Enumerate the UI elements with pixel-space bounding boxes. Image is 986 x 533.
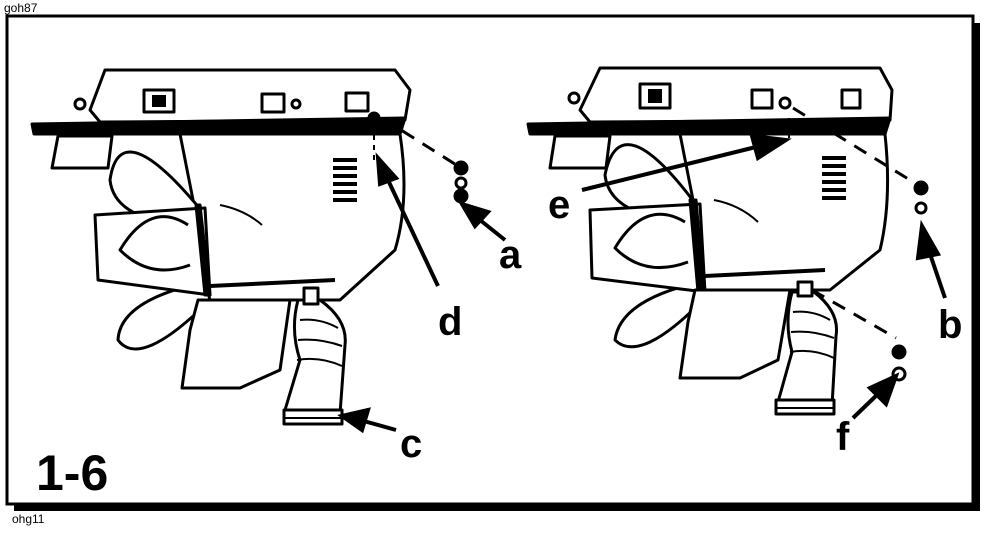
hardware-washer-a <box>454 176 468 190</box>
leader-dashed-a <box>381 116 459 168</box>
figure-code-top: goh87 <box>4 1 38 15</box>
arrow-f-shaft <box>851 390 882 420</box>
vent-grille <box>333 158 357 202</box>
leader-dashed-b <box>792 106 919 187</box>
rear-fin <box>548 134 612 170</box>
arrow-c-head <box>337 407 371 434</box>
hand-finger-3 <box>789 349 835 359</box>
housing-slot <box>260 92 286 114</box>
hand-finger-1 <box>299 318 339 329</box>
hardware-screw-b <box>913 180 929 196</box>
hand-finger-1 <box>792 310 831 321</box>
upper-stud <box>567 91 581 105</box>
vent-grille <box>822 156 846 200</box>
skeg <box>678 288 792 380</box>
propeller-blade-mid <box>613 212 689 269</box>
hand-finger-2 <box>297 338 343 347</box>
housing-slot-right <box>344 91 370 113</box>
housing-window-inner <box>152 95 166 107</box>
propeller-blade-mid <box>118 215 191 272</box>
rear-fin <box>50 134 114 170</box>
callout-e: e <box>548 183 570 227</box>
propeller-blade-bottom <box>613 280 707 349</box>
lower-seam <box>209 278 336 288</box>
left-arrows <box>337 152 507 434</box>
tube-nozzle <box>796 280 814 298</box>
callout-a: a <box>499 233 522 277</box>
arrow-e-head <box>749 133 792 162</box>
callout-b: b <box>938 303 962 347</box>
fill-screw-hole <box>367 111 381 125</box>
arrow-b-head <box>915 219 942 261</box>
callout-f: f <box>836 415 850 459</box>
propeller-blade-bottom <box>116 280 212 351</box>
arrow-f-head <box>866 372 900 408</box>
housing-window-inner <box>648 89 662 103</box>
arrow-a-head <box>457 200 492 230</box>
callout-c: c <box>400 422 422 466</box>
lower-seam <box>704 268 826 278</box>
propeller-arc <box>219 204 263 226</box>
tube-nozzle <box>302 286 320 306</box>
propeller-arc <box>713 199 759 223</box>
housing-slot-right <box>840 88 862 110</box>
figure-number: 1-6 <box>36 445 108 501</box>
hardware-gasket-a <box>453 188 469 204</box>
right-arrows <box>581 133 947 420</box>
figure-code-bottom: ohg11 <box>12 512 45 526</box>
upper-stud <box>73 97 87 111</box>
arrow-d-head <box>375 152 400 187</box>
arrow-d-shaft <box>386 179 440 287</box>
hand-finger-3 <box>296 357 343 367</box>
left-gearcase-drawing <box>30 68 469 426</box>
hardware-washer-b <box>914 201 928 215</box>
arrow-e-shaft <box>581 144 761 192</box>
right-gearcase-drawing <box>526 66 929 416</box>
leader-dashed-f <box>811 288 897 340</box>
hand-finger-2 <box>790 330 835 339</box>
skeg <box>180 298 292 390</box>
hardware-screw-a <box>453 160 469 176</box>
housing-slot <box>750 88 774 110</box>
hardware-screw-f <box>891 344 907 360</box>
propeller-ring <box>194 203 212 297</box>
housing-hole <box>778 96 792 110</box>
callout-d: d <box>438 300 462 344</box>
housing-hole <box>290 98 302 110</box>
